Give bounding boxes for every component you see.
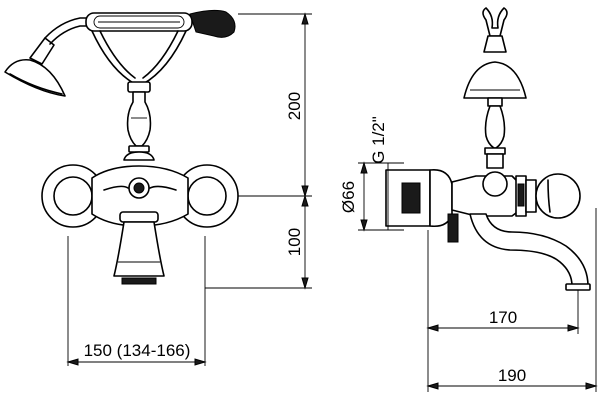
- dim-height-lower: 100: [285, 228, 304, 256]
- side-view: [385, 7, 591, 291]
- side-cradle: [463, 7, 527, 169]
- wall-connector: [385, 168, 459, 243]
- dim-thread: G 1/2": [369, 116, 388, 164]
- dim-height-upper: 200: [285, 92, 304, 120]
- front-dimensions: 200 100 150 (134-166): [66, 12, 312, 366]
- side-dimensions: Ø66 G 1/2" 170 190: [339, 116, 598, 392]
- side-body: [451, 171, 581, 219]
- dim-depth-total: 190: [498, 366, 526, 385]
- spout-front: [113, 211, 165, 285]
- riser-column: [123, 81, 155, 161]
- front-view: [4, 9, 239, 285]
- dim-diameter: Ø66: [339, 181, 358, 213]
- shower-head: [4, 17, 93, 97]
- dim-centers: 150 (134-166): [84, 341, 191, 360]
- side-spout: [469, 213, 591, 291]
- dim-depth-spout: 170: [489, 308, 517, 327]
- shower-cradle: [85, 9, 236, 85]
